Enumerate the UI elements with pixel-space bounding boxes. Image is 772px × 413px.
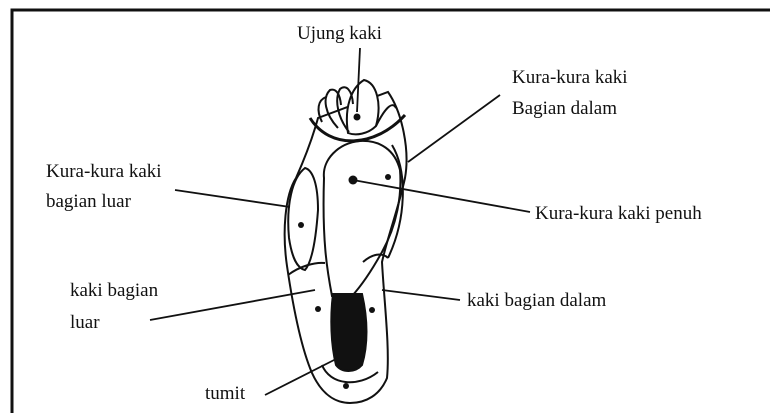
toe-big xyxy=(347,80,379,134)
dot-outer-upper xyxy=(298,222,304,228)
label-outer-arch-2: bagian luar xyxy=(46,191,132,212)
label-outer-foot-2: luar xyxy=(70,312,100,333)
label-inner-arch-1: Kura-kura kaki xyxy=(512,67,628,88)
label-outer-arch-1: Kura-kura kaki xyxy=(46,161,162,182)
dot-inner-lower xyxy=(369,307,375,313)
leader-outer-arch xyxy=(175,190,290,207)
leader-inner-foot xyxy=(382,290,460,300)
label-outer-foot-1: kaki bagian xyxy=(70,280,159,301)
label-inner-foot: kaki bagian dalam xyxy=(467,290,607,311)
dot-heel xyxy=(343,383,349,389)
dot-outer-lower xyxy=(315,306,321,312)
dot-inner-upper xyxy=(385,174,391,180)
label-full-arch: Kura-kura kaki penuh xyxy=(535,203,702,224)
label-inner-arch-2: Bagian dalam xyxy=(512,98,617,119)
label-heel: tumit xyxy=(205,383,246,404)
leader-inner-arch xyxy=(408,95,500,162)
dot-toes xyxy=(354,114,361,121)
leader-outer-foot xyxy=(150,290,315,320)
label-toes: Ujung kaki xyxy=(297,23,382,44)
